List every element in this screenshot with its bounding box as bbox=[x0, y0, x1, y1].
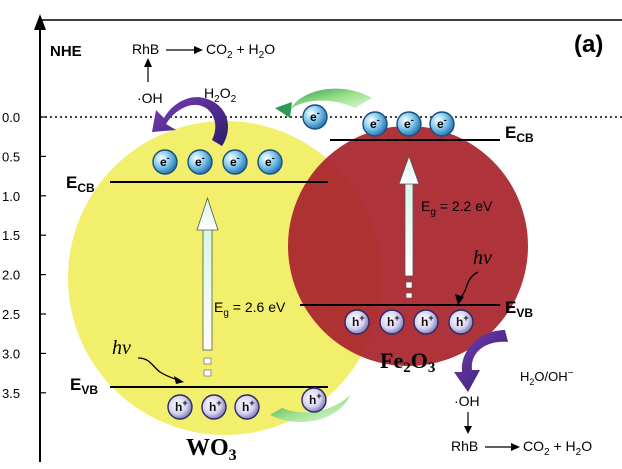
svg-text:e-: e- bbox=[437, 115, 447, 131]
axis-tick-label: 0.5 bbox=[2, 149, 20, 164]
bottom-reaction-arrow-icon bbox=[511, 443, 520, 451]
electron-transfer-arrow-icon bbox=[290, 88, 372, 110]
axis-tick-label: 1.0 bbox=[2, 189, 20, 204]
wo3-electrons: e-e-e-e- bbox=[152, 149, 283, 175]
svg-text:e-: e- bbox=[230, 153, 240, 169]
svg-text:e-: e- bbox=[160, 153, 170, 169]
panel-label: (a) bbox=[574, 31, 603, 58]
wo3-ecb-label: ECB bbox=[66, 173, 95, 195]
bottom-hydroxyl-radical: ·OH bbox=[454, 393, 480, 409]
top-reaction-arrow-icon bbox=[194, 46, 203, 54]
hole-icon: h+ bbox=[167, 394, 193, 420]
axis-ticks: 0.0 0.5 1.0 1.5 2.0 2.5 3.0 3.5 bbox=[2, 110, 46, 401]
hole-transfer-arrow-icon bbox=[270, 395, 350, 423]
wo3-excitation-arrow-icon bbox=[196, 196, 219, 377]
wo3-holes: h+ h+ h+ bbox=[167, 394, 260, 420]
axis-tick-label: 2.5 bbox=[2, 307, 20, 322]
svg-text:e-: e- bbox=[370, 115, 380, 131]
transfer-electron: e- bbox=[302, 104, 328, 130]
hole-icon: h+ bbox=[234, 394, 260, 420]
oh-to-rhb-bottom-arrow-icon bbox=[464, 426, 472, 434]
water-hydroxide-label: H2O/OH− bbox=[520, 368, 574, 387]
hole-icon: h+ bbox=[448, 309, 474, 335]
axis-tick-label: 3.0 bbox=[2, 346, 20, 361]
electron-icon: e- bbox=[429, 111, 455, 137]
oh-to-rhb-arrow-icon bbox=[144, 58, 152, 67]
hydrogen-peroxide-label: H2O2 bbox=[204, 85, 237, 105]
electron-icon: e- bbox=[187, 149, 213, 175]
fe2o3-holes: h+ h+ h+ h+ bbox=[344, 309, 474, 335]
fe2o3-evb-label: EVB bbox=[505, 298, 533, 320]
y-axis: NHE bbox=[34, 14, 622, 462]
hole-icon: h+ bbox=[413, 309, 439, 335]
svg-text:e-: e- bbox=[404, 115, 414, 131]
wo3-photon-label: hv bbox=[112, 337, 131, 359]
axis-tick-label: 0.0 bbox=[2, 110, 20, 125]
hole-icon: h+ bbox=[201, 394, 227, 420]
svg-text:e-: e- bbox=[310, 108, 320, 124]
top-reduction-arrow-icon bbox=[152, 97, 228, 146]
hole-icon: h+ bbox=[344, 309, 370, 335]
electron-icon: e- bbox=[302, 104, 328, 130]
bottom-oxidation-arrow-icon bbox=[454, 330, 508, 392]
electron-icon: e- bbox=[396, 111, 422, 137]
wo3-name: WO3 bbox=[186, 435, 237, 464]
axis-arrowhead-icon bbox=[34, 14, 46, 30]
top-reaction-rhb: RhB bbox=[132, 41, 159, 57]
fe2o3-name: Fe2O3 bbox=[380, 348, 435, 376]
electron-icon: e- bbox=[362, 111, 388, 137]
fe2o3-bandgap-label: Eg = 2.2 eV bbox=[421, 198, 493, 218]
svg-text:e-: e- bbox=[265, 153, 275, 169]
wo3-photon-arrow-icon bbox=[137, 357, 179, 381]
fe2o3-photon-arrowhead-icon bbox=[455, 294, 464, 305]
wo3-bandgap-label: Eg = 2.6 eV bbox=[214, 299, 286, 319]
electron-icon: e- bbox=[152, 149, 178, 175]
bottom-reaction-rhb: RhB bbox=[451, 438, 478, 454]
top-reaction-products: CO2 + H2O bbox=[206, 41, 275, 61]
hole-icon: h+ bbox=[379, 309, 405, 335]
electron-icon: e- bbox=[257, 149, 283, 175]
electron-transfer-arrowhead-icon bbox=[275, 102, 292, 118]
fe2o3-photon-label: hv bbox=[473, 247, 492, 269]
axis-tick-label: 1.5 bbox=[2, 228, 20, 243]
top-hydroxyl-radical: ·OH bbox=[137, 90, 163, 106]
fe2o3-electrons: e-e-e- bbox=[362, 111, 455, 137]
bottom-reaction-products: CO2 + H2O bbox=[523, 438, 592, 458]
fe2o3-photon-arrow-icon bbox=[459, 271, 479, 300]
fe2o3-ecb-label: ECB bbox=[505, 123, 534, 145]
wo3-photon-arrowhead-icon bbox=[174, 376, 184, 384]
fe2o3-excitation-arrow-icon bbox=[398, 154, 420, 299]
svg-text:e-: e- bbox=[195, 153, 205, 169]
hole-icon: h+ bbox=[301, 387, 327, 413]
axis-tick-label: 3.5 bbox=[2, 386, 20, 401]
axis-label: NHE bbox=[50, 43, 82, 60]
axis-tick-label: 2.0 bbox=[2, 268, 20, 283]
transfer-hole: h+ bbox=[301, 387, 327, 413]
electron-icon: e- bbox=[222, 149, 248, 175]
wo3-evb-label: EVB bbox=[70, 375, 98, 397]
